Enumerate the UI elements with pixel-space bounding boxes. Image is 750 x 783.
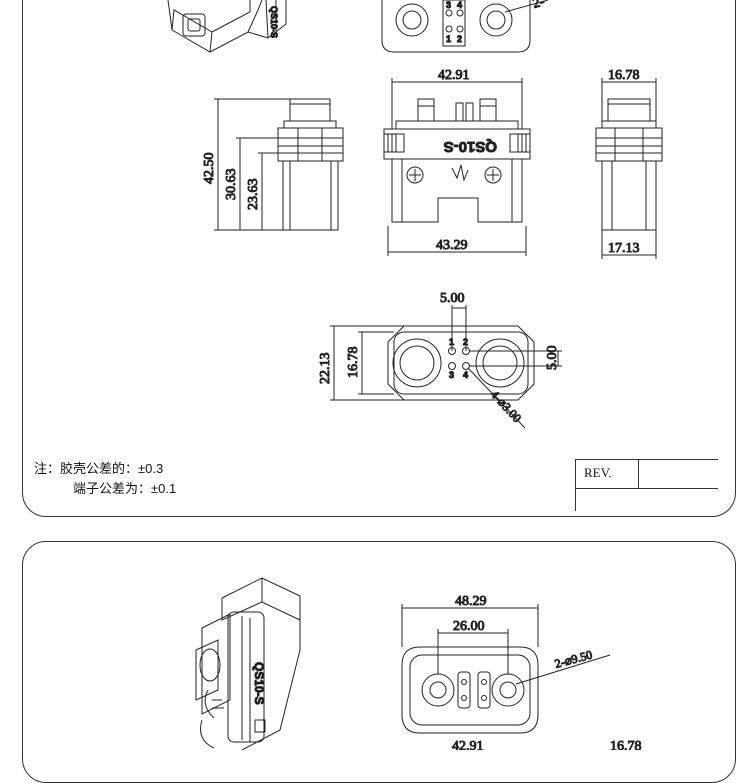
dim-pin-vertical: 5.00: [545, 346, 560, 371]
hole-spec-partial: 2-: [531, 0, 546, 12]
pin-label: 3: [449, 370, 454, 380]
pin-label: 3: [446, 0, 451, 10]
rev-divider: [638, 460, 639, 488]
drawing-sheet-top: [22, 0, 736, 517]
dim-outer-height: 22.13: [318, 353, 333, 385]
dim-inner-height: 16.78: [346, 347, 361, 379]
hole-spec: 2-⌀9.50: [553, 647, 594, 670]
tolerance-note-terminal: 端子公差为：±0.1: [73, 481, 177, 496]
iso-marking-bottom: QS10-S: [252, 662, 266, 705]
dim-front-width-lower: 42.91: [452, 739, 484, 750]
dim-width-bottom: 43.29: [436, 238, 468, 253]
pin-hole-spec: 4-⌀3.00: [488, 387, 524, 425]
pin-label: 4: [463, 370, 468, 380]
side-view-left: 42.50 30.63 23.63: [202, 98, 344, 231]
dim-height-low: 23.63: [246, 179, 261, 211]
dim-hole-pitch: 26.00: [453, 619, 485, 634]
rev-divider: [575, 487, 576, 511]
revision-block: REV.: [575, 459, 718, 489]
pin-label: 2: [457, 34, 462, 44]
tolerance-note-housing: 注：胶壳公差的：±0.3: [34, 461, 164, 476]
rev-label: REV.: [584, 465, 612, 480]
iso-marking-top: QS10-S: [269, 6, 279, 38]
isometric-view-bottom: QS10-S: [195, 577, 301, 750]
side-view-right: 16.78 17.13: [595, 68, 663, 259]
technical-drawing: QS10-S 3 4 1 2 2-: [167, 0, 663, 750]
pin-label: 4: [457, 0, 462, 10]
bottom-face-view: 1 2 3 4 5.00 22.13 16.78 5.00 4-⌀3.00: [318, 291, 562, 429]
dim-width-top: 42.91: [438, 68, 470, 83]
dim-overall-width: 48.29: [455, 594, 487, 609]
isometric-view-top: QS10-S: [167, 0, 287, 53]
dim-height-total: 42.50: [202, 153, 217, 185]
drawing-sheet-bottom: [22, 541, 736, 783]
connector-face-top: 3 4 1 2 2-: [381, 0, 549, 53]
dim-pin-pitch: 5.00: [440, 291, 465, 306]
pin-label: 1: [446, 34, 451, 44]
top-view-bottom: 48.29 26.00 2-⌀9.50 42.91 16.78: [401, 594, 642, 750]
dim-side-width-top: 16.78: [608, 68, 640, 83]
dim-height-mid: 30.63: [224, 169, 239, 201]
front-view: QS10-S 42.91 43.29: [383, 68, 531, 256]
dim-side-width-bottom: 17.13: [608, 241, 640, 256]
dim-side-width-lower: 16.78: [610, 739, 642, 750]
front-marking: QS10-S: [444, 138, 497, 155]
